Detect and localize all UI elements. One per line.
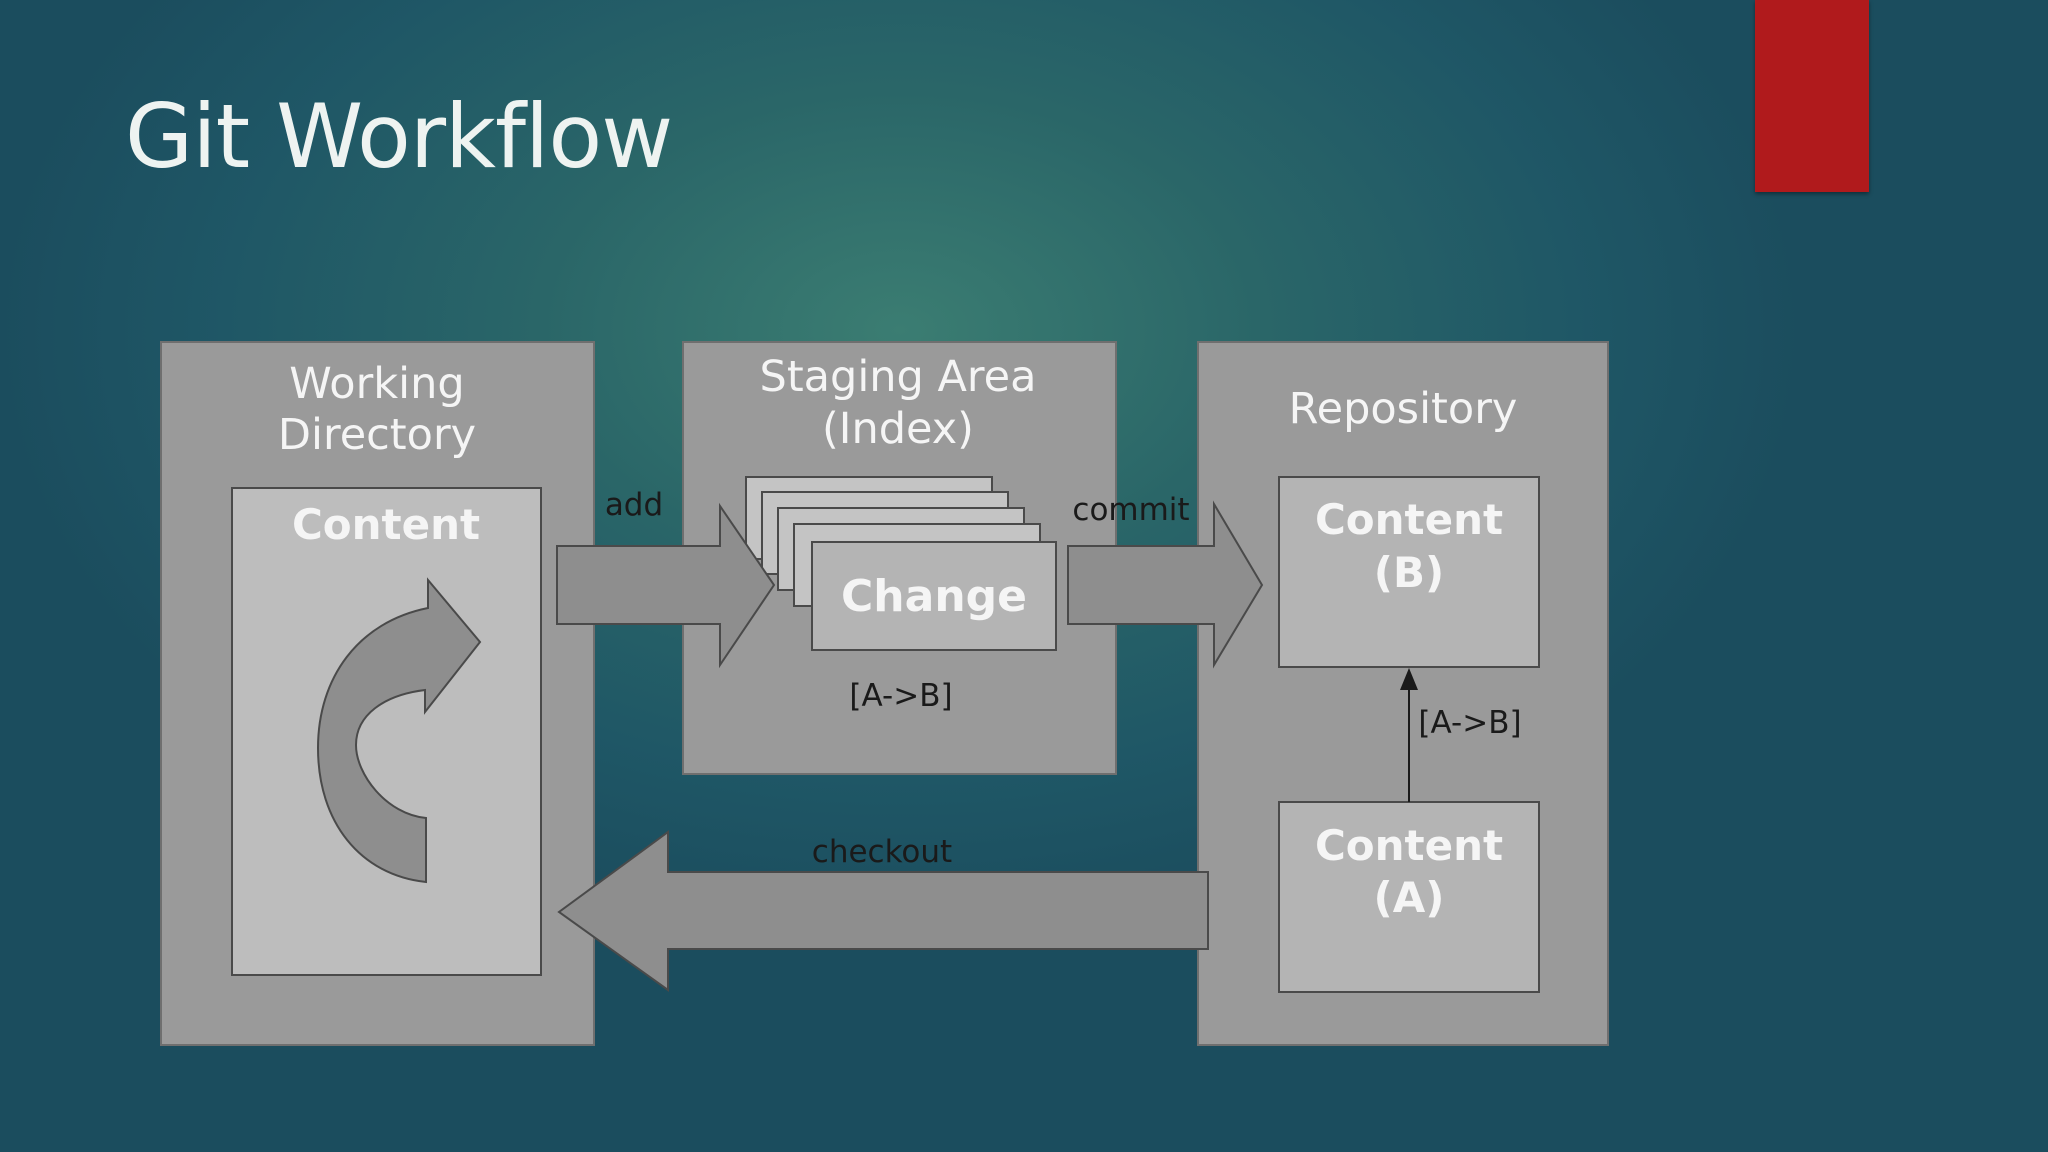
checkout-arrow: checkout: [557, 830, 1209, 992]
working-content-label: Content: [292, 500, 480, 549]
commit-arrow: commit: [1067, 492, 1264, 669]
content-b-box: Content (B): [1278, 476, 1540, 668]
commit-label: commit: [1072, 492, 1189, 528]
add-label: add: [605, 487, 663, 523]
slide-title: Git Workflow: [125, 85, 673, 188]
staging-area-title-line2: (Index): [822, 404, 974, 454]
content-a-box: Content (A): [1278, 801, 1540, 993]
change-label: Change: [841, 571, 1027, 622]
repository-panel: Repository Content (B) Content (A) [A->B…: [1197, 341, 1609, 1046]
working-content-box: Content: [231, 487, 542, 976]
content-a-label-line2: (A): [1374, 873, 1445, 922]
working-directory-title-line2: Directory: [278, 410, 476, 460]
content-b-label-line2: (B): [1374, 548, 1444, 597]
change-stack: Change: [745, 476, 1057, 651]
change-card-front: [811, 541, 1057, 651]
working-directory-title-line1: Working: [289, 359, 464, 409]
content-b-label-line1: Content: [1315, 495, 1503, 544]
staging-area-title-line1: Staging Area: [760, 352, 1037, 402]
repository-title: Repository: [1289, 384, 1518, 434]
curved-arrow-icon: [316, 577, 482, 884]
history-arrow: [1400, 668, 1418, 802]
staging-change-annotation: [A->B]: [849, 678, 952, 714]
repository-history-annotation: [A->B]: [1418, 705, 1521, 741]
add-arrow: add: [556, 487, 776, 669]
arrowhead-icon: [1400, 668, 1418, 690]
checkout-label: checkout: [812, 834, 952, 870]
working-directory-panel: Working Directory Content: [160, 341, 595, 1046]
accent-bar: [1755, 0, 1869, 192]
content-a-label-line1: Content: [1315, 821, 1503, 870]
